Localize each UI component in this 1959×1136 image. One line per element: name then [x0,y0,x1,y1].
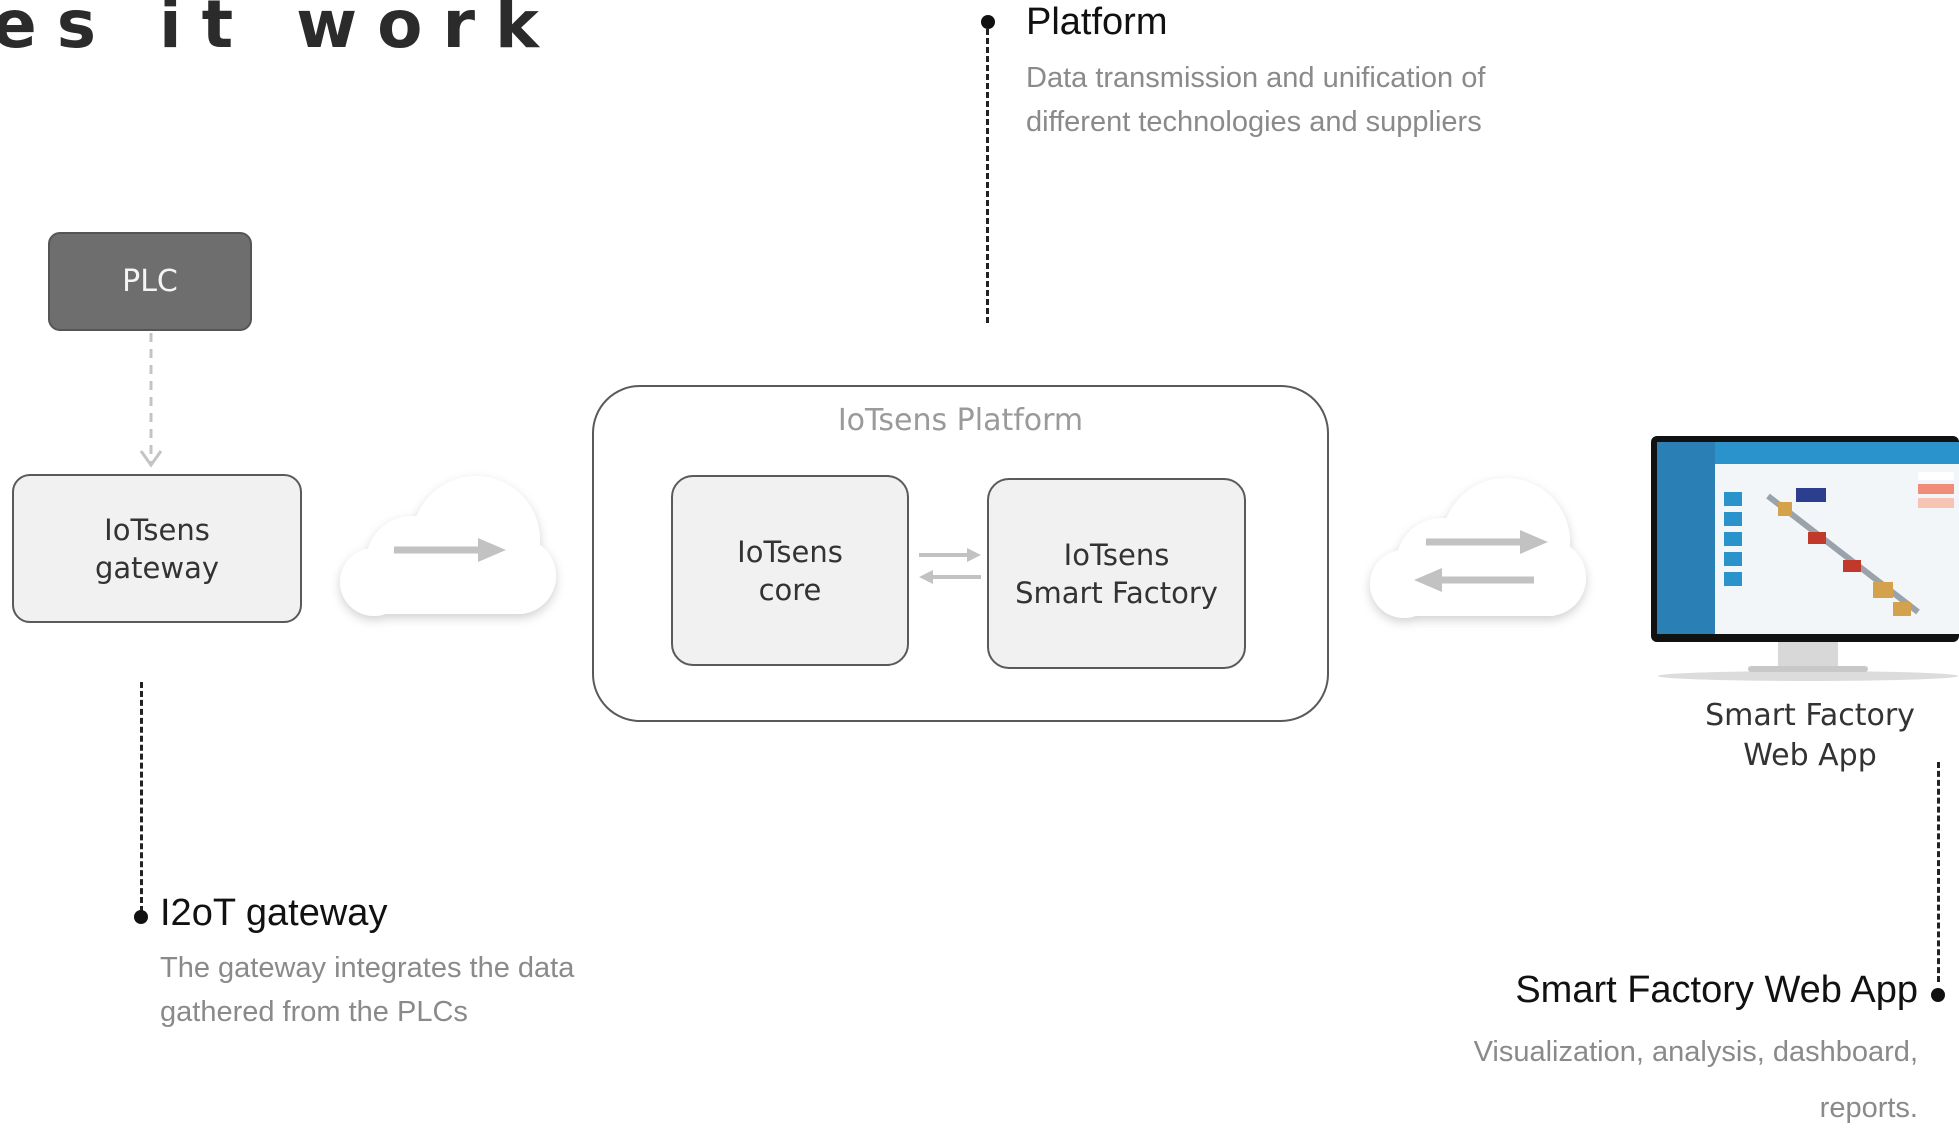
gateway-label-line: IoTsens [104,512,210,547]
smart-factory-node: IoTsens Smart Factory [987,478,1246,669]
webapp-device-label: Smart Factory Web App [1650,696,1959,776]
platform-callout-title: Platform [1026,1,1168,43]
webapp-callout-connector [1937,762,1940,982]
cloud-icon [1370,478,1586,618]
webapp-callout-desc-line: Visualization, analysis, dashboard, [1473,1036,1918,1068]
webapp-callout-description: Visualization, analysis, dashboard, repo… [1298,1024,1918,1136]
platform-callout-connector [986,29,989,323]
gateway-label-line: gateway [94,550,220,585]
webapp-callout-title: Smart Factory Web App [1515,969,1918,1011]
monitor-icon [1651,436,1959,681]
webapp-callout-desc-line: reports. [1819,1092,1918,1124]
gateway-callout-title: I2oT gateway [160,892,388,934]
gateway-callout-description: The gateway integrates the data gathered… [160,946,680,1034]
plc-node: PLC [48,232,252,331]
smart-factory-label-line: Smart Factory [1015,575,1218,610]
platform-callout-desc-line: different technologies and suppliers [1026,106,1482,138]
platform-label: IoTsens Platform [837,403,1084,438]
platform-callout-desc-line: Data transmission and unification of [1026,62,1486,94]
core-factory-exchange-arrows-icon [919,548,981,584]
gateway-callout-desc-line: The gateway integrates the data [160,952,575,984]
gateway-callout-connector [140,682,143,912]
platform-callout-bullet-icon [981,15,995,29]
gateway-node: IoTsens gateway [12,474,302,623]
core-label-line: core [758,572,822,607]
core-label-line: IoTsens [737,534,843,569]
plc-to-gateway-arrow-icon [139,333,163,468]
plc-label: PLC [122,263,178,299]
webapp-label-line: Smart Factory [1705,698,1915,733]
webapp-label-line: Web App [1743,738,1877,773]
gateway-callout-desc-line: gathered from the PLCs [160,996,468,1028]
gateway-callout-bullet-icon [134,910,148,924]
page-title: es it work [0,0,559,63]
webapp-callout-bullet-icon [1931,988,1945,1002]
platform-callout-description: Data transmission and unification of dif… [1026,56,1586,144]
smart-factory-label-line: IoTsens [1063,537,1170,572]
cloud-icon [340,476,556,616]
core-node: IoTsens core [671,475,909,666]
